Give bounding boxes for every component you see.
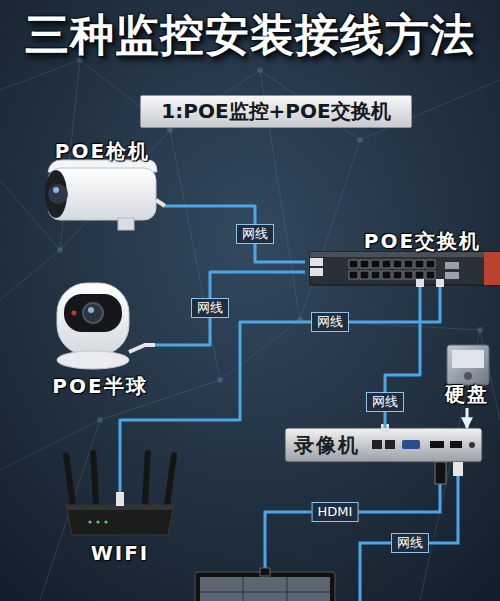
wifi-router — [63, 445, 178, 535]
cable-label: 网线 — [236, 224, 274, 244]
dome-camera-node: POE半球 — [45, 280, 155, 400]
cable-label: 网线 — [391, 533, 429, 553]
hard-disk — [447, 345, 489, 385]
node-label: POE半球 — [52, 373, 147, 400]
cable-label: HDMI — [312, 502, 359, 522]
poe-switch-node: POE交换机 — [305, 228, 500, 287]
router-node: WIFI — [60, 445, 180, 565]
monitor — [195, 568, 335, 601]
node-label: 录像机 — [294, 432, 360, 459]
cable-label: 网线 — [311, 312, 349, 332]
bullet-camera — [45, 160, 165, 230]
poe-switch — [310, 252, 500, 287]
network-cable — [120, 287, 440, 445]
node-label: 1:POE监控+POE交换机 — [161, 98, 390, 125]
hard-disk-node: 硬盘 — [440, 340, 494, 408]
network-cable — [165, 206, 305, 262]
cable-label: 网线 — [366, 392, 404, 412]
network-cable — [155, 272, 305, 345]
network-pattern — [0, 60, 500, 600]
subtitle-box: 1:POE监控+POE交换机 — [140, 95, 412, 128]
node-label: WIFI — [91, 541, 150, 565]
node-label: 硬盘 — [445, 381, 489, 408]
bullet-camera-node: POE枪机 — [40, 138, 165, 230]
nvr-recorder — [285, 424, 482, 462]
arrow-connector — [466, 408, 469, 428]
diagram-title: 三种监控安装接线方法 — [0, 6, 500, 65]
cable-label: 网线 — [191, 298, 229, 318]
node-label: POE交换机 — [364, 228, 481, 255]
node-label: POE枪机 — [55, 138, 150, 165]
dome-camera — [57, 283, 155, 369]
nvr-node: 录像机 — [285, 428, 482, 462]
